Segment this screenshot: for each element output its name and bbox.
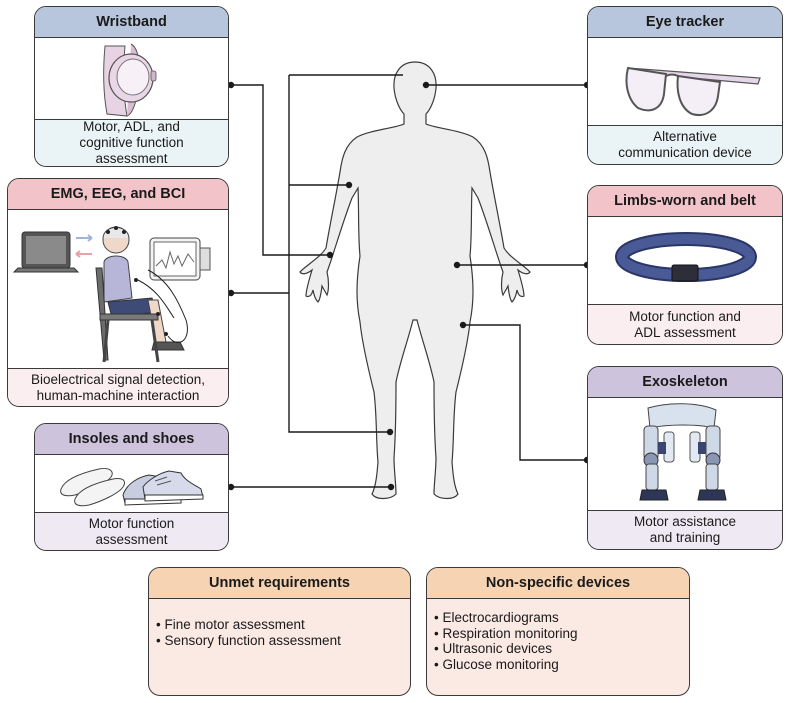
eye-tracker-title: Eye tracker [588, 7, 782, 38]
list-item: Glucose monitoring [434, 657, 689, 673]
emg-eeg-bci-title: EMG, EEG, and BCI [8, 179, 228, 210]
list-item: Fine motor assessment [156, 617, 410, 633]
unmet-requirements-card: Unmet requirements Fine motor assessment… [148, 567, 411, 696]
list-item: Electrocardiograms [434, 610, 689, 626]
limbs-worn-and-belt-card: Limbs-worn and belt Motor function and A… [587, 185, 783, 345]
exoskeleton-description: Motor assistance and training [588, 510, 782, 549]
seated-person-with-electrodes-icon [8, 210, 228, 366]
non-specific-devices-list: Electrocardiograms Respiration monitorin… [427, 610, 689, 672]
insoles-and-shoes-card: Insoles and shoes Motor function assessm… [34, 423, 229, 551]
limbs-worn-and-belt-description: Motor function and ADL assessment [588, 304, 782, 344]
wristband-title: Wristband [35, 7, 228, 38]
connector-lines [231, 74, 587, 488]
insoles-and-sneakers-icon [35, 455, 228, 511]
unmet-requirements-title: Unmet requirements [149, 568, 410, 599]
emg-eeg-bci-card: EMG, EEG, and BCI [7, 178, 229, 407]
connector-dots [227, 81, 591, 491]
belt-icon [588, 217, 782, 303]
exoskeleton-title: Exoskeleton [588, 367, 782, 398]
list-item: Ultrasonic devices [434, 641, 689, 657]
non-specific-devices-card: Non-specific devices Electrocardiograms … [426, 567, 690, 696]
glasses-icon [588, 38, 782, 126]
exoskeleton-icon [588, 398, 782, 508]
wristband-card: Wristband Motor, ADL, and cognitive func… [34, 6, 229, 167]
insoles-and-shoes-title: Insoles and shoes [35, 424, 228, 455]
eye-tracker-description: Alternative communication device [588, 125, 782, 164]
eye-tracker-card: Eye tracker Alternative communication de… [587, 6, 783, 165]
emg-eeg-bci-description: Bioelectrical signal detection, human-ma… [8, 368, 228, 406]
list-item: Respiration monitoring [434, 626, 689, 642]
limbs-worn-and-belt-title: Limbs-worn and belt [588, 186, 782, 217]
non-specific-devices-title: Non-specific devices [427, 568, 689, 599]
insoles-and-shoes-description: Motor function assessment [35, 512, 228, 550]
wristband-description: Motor, ADL, and cognitive function asses… [35, 119, 228, 166]
smartwatch-icon [35, 38, 228, 120]
list-item: Sensory function assessment [156, 633, 410, 649]
exoskeleton-card: Exoskeleton Motor assistance and trainin… [587, 366, 783, 550]
human-body-figure [299, 61, 531, 500]
unmet-requirements-list: Fine motor assessment Sensory function a… [149, 617, 410, 648]
